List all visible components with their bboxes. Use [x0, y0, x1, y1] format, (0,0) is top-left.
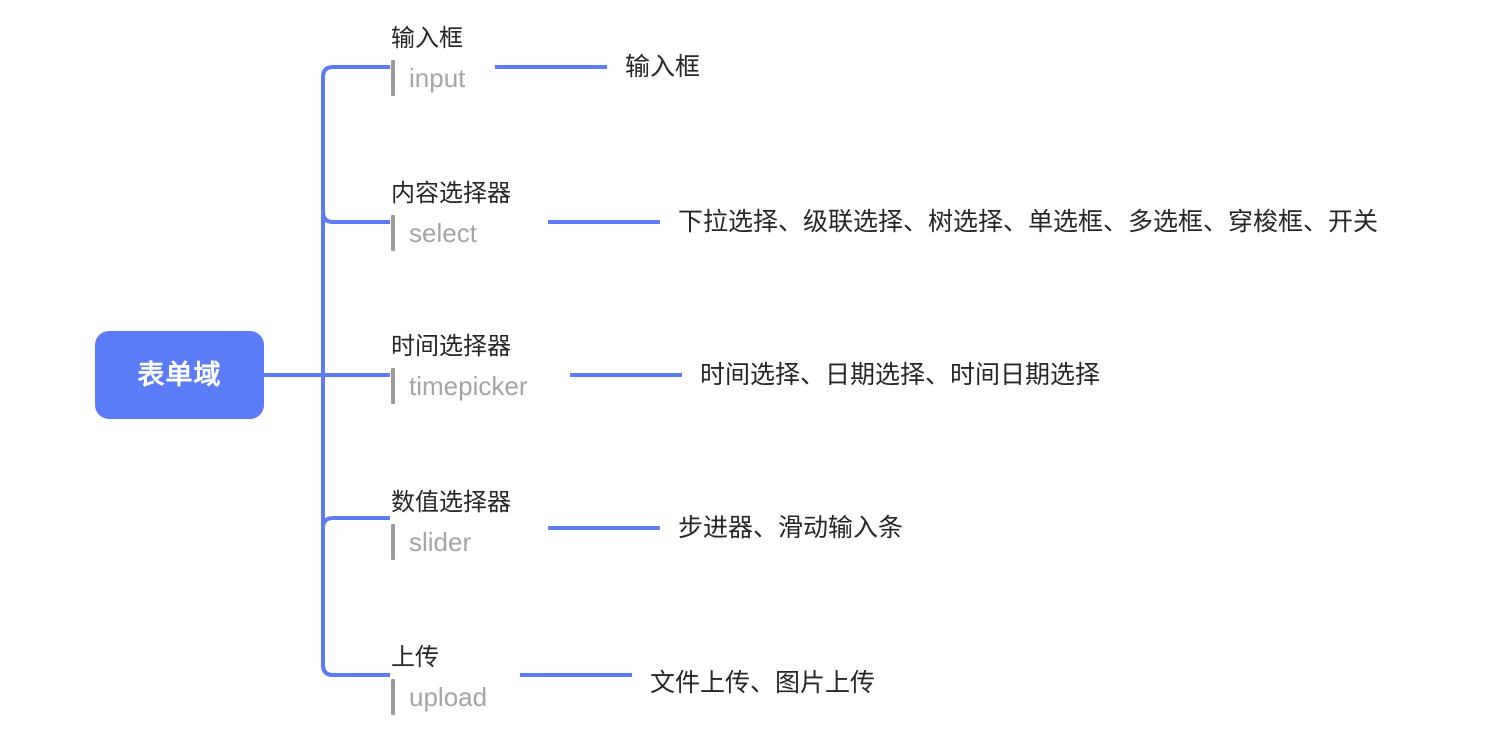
- branch-code-row: input: [391, 56, 465, 100]
- root-node[interactable]: 表单域: [95, 331, 264, 419]
- vertical-bar-icon: [391, 368, 395, 404]
- leaf-upload: 文件上传、图片上传: [650, 669, 876, 697]
- leaf-slider: 步进器、滑动输入条: [678, 514, 904, 542]
- branch-code: select: [409, 218, 477, 248]
- branch-input[interactable]: 输入框 input: [391, 24, 465, 100]
- branch-title: 输入框: [391, 25, 463, 52]
- branch-code: timepicker: [409, 371, 528, 401]
- branch-title: 时间选择器: [391, 333, 511, 360]
- leaf-select: 下拉选择、级联选择、树选择、单选框、多选框、穿梭框、开关: [678, 208, 1379, 236]
- branch-title: 数值选择器: [391, 489, 511, 516]
- root-node-label: 表单域: [137, 359, 222, 390]
- branch-code: upload: [409, 682, 488, 712]
- branch-code-row: timepicker: [391, 364, 527, 408]
- branch-title: 内容选择器: [391, 180, 511, 207]
- leaf-input: 输入框: [625, 53, 701, 81]
- branch-code-row: slider: [391, 520, 511, 564]
- branch-code-row: select: [391, 211, 511, 255]
- branch-timepicker[interactable]: 时间选择器 timepicker: [391, 332, 527, 408]
- branch-code-row: upload: [391, 675, 487, 719]
- vertical-bar-icon: [391, 524, 395, 560]
- branch-slider[interactable]: 数值选择器 slider: [391, 488, 511, 564]
- vertical-bar-icon: [391, 60, 395, 96]
- branch-upload[interactable]: 上传 upload: [391, 643, 487, 719]
- branch-code: slider: [409, 527, 472, 557]
- vertical-bar-icon: [391, 215, 395, 251]
- branch-code: input: [409, 63, 466, 93]
- vertical-bar-icon: [391, 679, 395, 715]
- leaf-timepicker: 时间选择、日期选择、时间日期选择: [700, 361, 1101, 389]
- branch-title: 上传: [391, 644, 439, 671]
- branch-select[interactable]: 内容选择器 select: [391, 179, 511, 255]
